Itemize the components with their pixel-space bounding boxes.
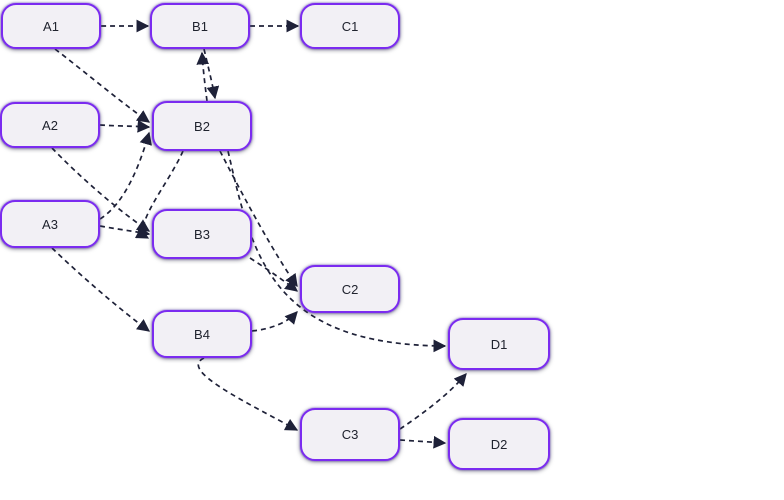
node-A1[interactable]: A1 <box>1 3 101 49</box>
node-C1[interactable]: C1 <box>300 3 400 49</box>
node-label-B4: B4 <box>194 326 210 342</box>
node-B2[interactable]: B2 <box>152 101 252 151</box>
node-label-C2: C2 <box>341 281 359 297</box>
edge-B4-C3[interactable] <box>197 357 299 431</box>
edge-A3-B2[interactable] <box>99 131 152 220</box>
node-A3[interactable]: A3 <box>0 200 100 248</box>
node-label-C1: C1 <box>341 18 359 34</box>
edge-A2-B2[interactable] <box>99 119 151 133</box>
node-label-D1: D1 <box>490 336 508 352</box>
node-label-B1: B1 <box>192 18 208 34</box>
edge-B2-C2[interactable] <box>219 150 298 288</box>
node-B1[interactable]: B1 <box>150 3 250 49</box>
edge-A1-B2[interactable] <box>54 48 151 123</box>
edge-B2-D1[interactable] <box>227 150 447 353</box>
edge-C3-D2[interactable] <box>399 435 447 449</box>
node-B3[interactable]: B3 <box>152 209 252 259</box>
edge-B4-C2[interactable] <box>251 311 298 332</box>
edge-B3-C2[interactable] <box>249 257 299 292</box>
node-A2[interactable]: A2 <box>0 102 100 148</box>
edge-A2-B3[interactable] <box>51 147 151 232</box>
edge-B2-B3[interactable] <box>134 150 184 239</box>
node-label-B2: B2 <box>194 118 210 134</box>
edge-A3-B3[interactable] <box>99 225 151 239</box>
node-C2[interactable]: C2 <box>300 265 400 313</box>
node-label-C3: C3 <box>341 427 359 442</box>
edge-B2-B1[interactable] <box>196 51 210 102</box>
node-label-D2: D2 <box>490 436 508 452</box>
edge-A3-B4[interactable] <box>51 247 151 332</box>
node-label-A2: A2 <box>42 117 58 133</box>
node-C3[interactable]: C3 <box>300 408 400 461</box>
node-label-A1: A1 <box>43 18 59 34</box>
node-D2[interactable]: D2 <box>448 418 550 470</box>
node-label-B3: B3 <box>194 226 210 242</box>
node-B4[interactable]: B4 <box>152 310 252 358</box>
node-D1[interactable]: D1 <box>448 318 550 370</box>
node-label-A3: A3 <box>42 216 58 232</box>
